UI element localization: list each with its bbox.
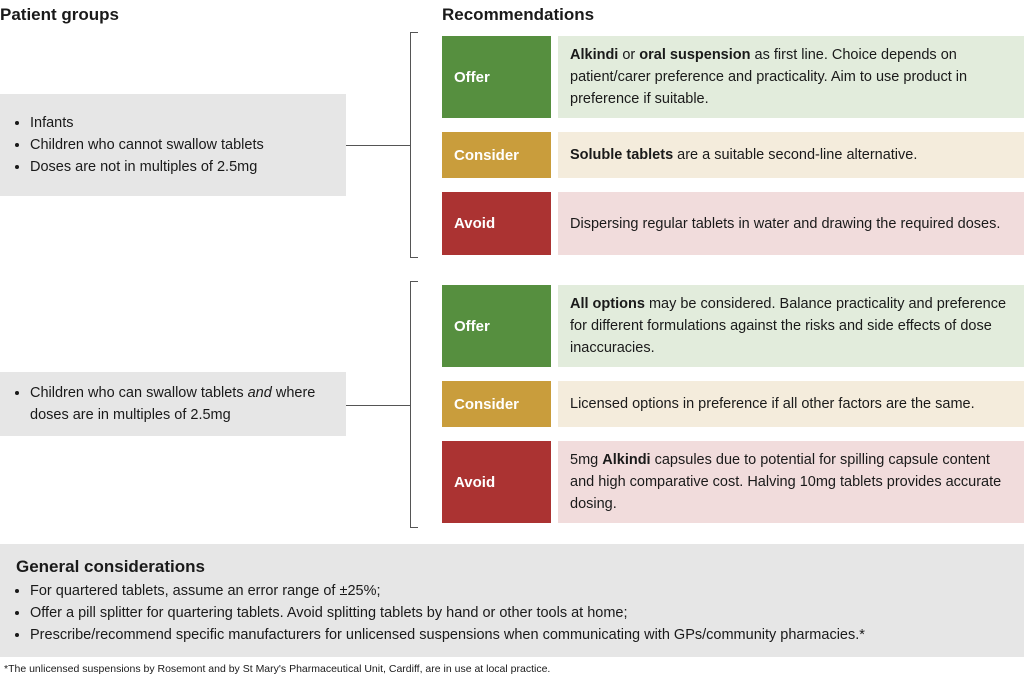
bracket-tick <box>410 257 418 258</box>
text-segment: Dispersing regular tablets in water and … <box>570 215 1001 232</box>
recommendations-heading: Recommendations <box>442 5 595 24</box>
group-item: Infants <box>30 112 264 134</box>
bold-text: Alkindi <box>570 47 619 63</box>
rich-text: Dispersing regular tablets in water and … <box>570 213 1000 235</box>
italic-text: and <box>247 385 272 401</box>
text-segment: may be considered. Balance practicality … <box>570 296 1007 356</box>
text-segment: are a suitable second-line alternative. <box>673 147 918 163</box>
footnote: *The unlicensed suspensions by Rosemont … <box>4 663 551 675</box>
connector-line <box>346 405 410 406</box>
avoid-label: Avoid <box>442 192 551 255</box>
avoid-label: Avoid <box>442 441 551 523</box>
bold-text: oral suspension <box>639 47 751 63</box>
group-item: Children who cannot swallow tablets <box>30 134 264 156</box>
consider-label: Consider <box>442 132 551 178</box>
general-item: Offer a pill splitter for quartering tab… <box>30 602 1008 624</box>
text-segment: as first line. Choice depends on patient… <box>570 47 968 107</box>
offer-label: Offer <box>442 36 551 118</box>
avoid-text: 5mg Alkindi capsules due to potential fo… <box>558 441 1024 523</box>
bold-text: Alkindi <box>602 452 651 468</box>
rich-text: 5mg Alkindi capsules due to potential fo… <box>570 449 1012 515</box>
text-segment: 5mg <box>570 452 603 468</box>
patient-groups-heading: Patient groups <box>0 5 120 24</box>
group-item: Children who can swallow tablets and whe… <box>30 382 346 426</box>
offer-text: All options may be considered. Balance p… <box>558 285 1024 367</box>
avoid-text: Dispersing regular tablets in water and … <box>558 192 1024 255</box>
text-segment: Children who can swallow tablets <box>30 385 248 401</box>
general-item: Prescribe/recommend specific manufacture… <box>30 624 1008 646</box>
consider-label: Consider <box>442 381 551 427</box>
consider-text: Licensed options in preference if all ot… <box>558 381 1024 427</box>
group-item: Doses are not in multiples of 2.5mg <box>30 156 264 178</box>
patient-group-1: Infants Children who cannot swallow tabl… <box>0 94 346 196</box>
bold-text: Soluble tablets <box>570 147 674 163</box>
offer-text: Alkindi or oral suspension as first line… <box>558 36 1024 118</box>
text-segment: where doses are in multiples of 2.5mg <box>30 385 316 423</box>
rich-text: Alkindi or oral suspension as first line… <box>570 44 1012 110</box>
text-segment: capsules due to potential for spilling c… <box>570 452 1002 512</box>
general-considerations: General considerations For quartered tab… <box>0 544 1024 657</box>
patient-group-2: Children who can swallow tablets and whe… <box>0 372 346 436</box>
text-segment: Licensed options in preference if all ot… <box>570 396 975 412</box>
rich-text: Children who can swallow tablets and whe… <box>30 385 315 423</box>
bracket-tick <box>410 527 418 528</box>
bracket <box>410 32 411 257</box>
bracket-tick <box>410 281 418 282</box>
bold-text: All options <box>570 296 645 312</box>
connector-line <box>346 145 410 146</box>
bracket-tick <box>410 32 418 33</box>
rich-text: Licensed options in preference if all ot… <box>570 393 975 415</box>
rich-text: Soluble tablets are a suitable second-li… <box>570 144 917 166</box>
consider-text: Soluble tablets are a suitable second-li… <box>558 132 1024 178</box>
offer-label: Offer <box>442 285 551 367</box>
text-segment: or <box>618 47 640 63</box>
rich-text: All options may be considered. Balance p… <box>570 293 1012 359</box>
bracket <box>410 281 411 527</box>
general-item: For quartered tablets, assume an error r… <box>30 580 1008 602</box>
general-title: General considerations <box>16 557 205 576</box>
